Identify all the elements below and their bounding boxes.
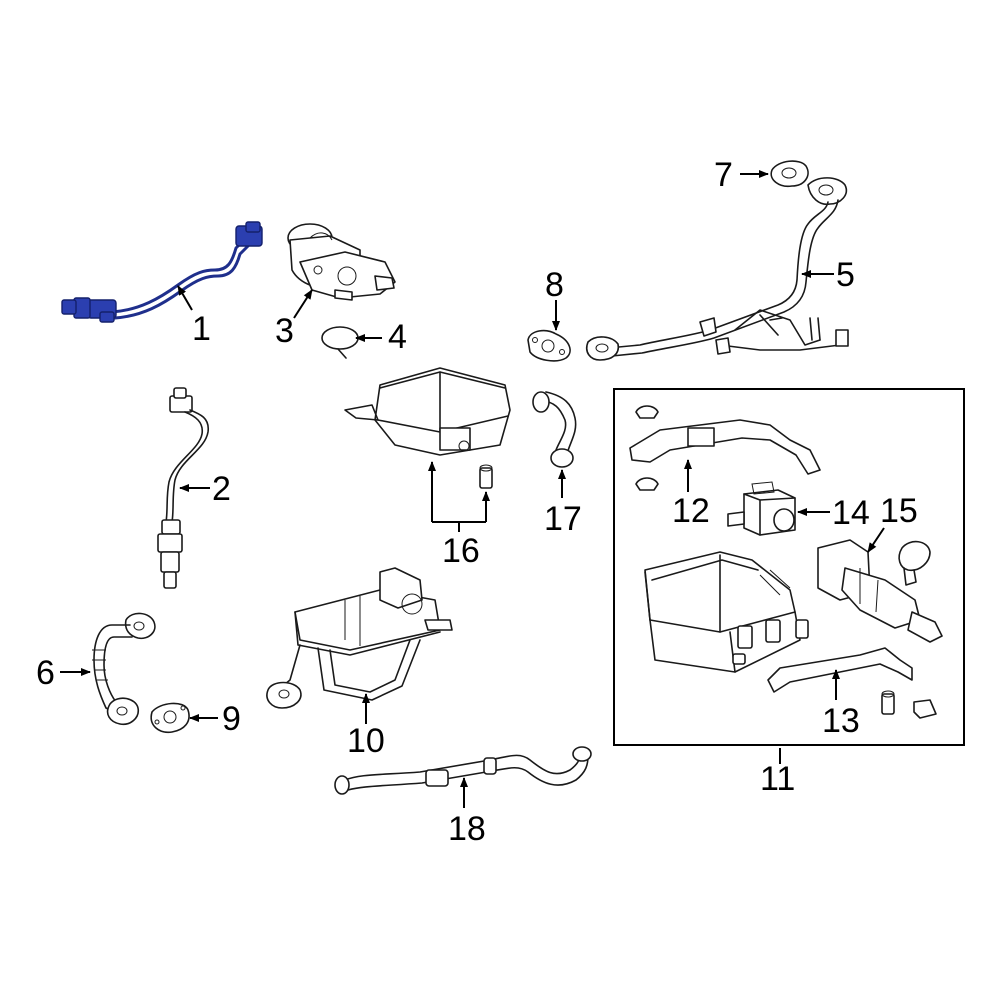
- charcoal-canister-part-11[interactable]: [644, 551, 809, 673]
- callout-12: 12: [672, 492, 710, 530]
- hose-part-18[interactable]: [334, 746, 592, 795]
- callout-9: 9: [222, 700, 241, 738]
- canister-assembly-part-10[interactable]: [266, 567, 453, 709]
- callout-3: 3: [275, 312, 294, 350]
- callout-8: 8: [545, 266, 564, 304]
- gasket-part-7[interactable]: [770, 160, 809, 188]
- callout-17: 17: [544, 500, 582, 538]
- oxygen-sensor-part-1[interactable]: [61, 221, 263, 323]
- callout-16: 16: [442, 532, 480, 570]
- oxygen-sensor-part-2[interactable]: [157, 387, 210, 589]
- callout-18: 18: [448, 810, 486, 848]
- callout-14: 14: [832, 494, 870, 532]
- canister-box-part-16[interactable]: [344, 367, 511, 489]
- gasket-part-4[interactable]: [321, 326, 359, 359]
- callout-11: 11: [760, 760, 795, 798]
- pump-module-part-15[interactable]: [817, 539, 943, 643]
- hose-part-17[interactable]: [532, 391, 577, 468]
- callout-15: 15: [880, 492, 918, 530]
- callout-7: 7: [714, 156, 733, 194]
- bracket-part-13[interactable]: [767, 647, 937, 719]
- egr-valve-part-3[interactable]: [287, 223, 396, 301]
- callout-4: 4: [388, 318, 407, 356]
- egr-pipe-part-5[interactable]: [585, 177, 849, 361]
- bracket-part-12[interactable]: [629, 405, 821, 491]
- vsv-part-14[interactable]: [727, 481, 796, 536]
- callout-10: 10: [347, 722, 385, 760]
- egr-pipe-part-6[interactable]: [92, 612, 156, 726]
- callout-2: 2: [212, 470, 231, 508]
- callout-13: 13: [822, 702, 860, 740]
- gasket-part-8[interactable]: [527, 329, 571, 362]
- leader-lines: [60, 170, 885, 808]
- callout-1: 1: [192, 310, 211, 348]
- callout-6: 6: [36, 654, 55, 692]
- callout-labels: 1 2 3 4 5 6 7 8 9 10 11 12 13 14 15 16 1…: [36, 156, 918, 848]
- gasket-part-9[interactable]: [150, 702, 190, 734]
- callout-5: 5: [836, 256, 855, 294]
- group-box-part-11: [613, 388, 965, 746]
